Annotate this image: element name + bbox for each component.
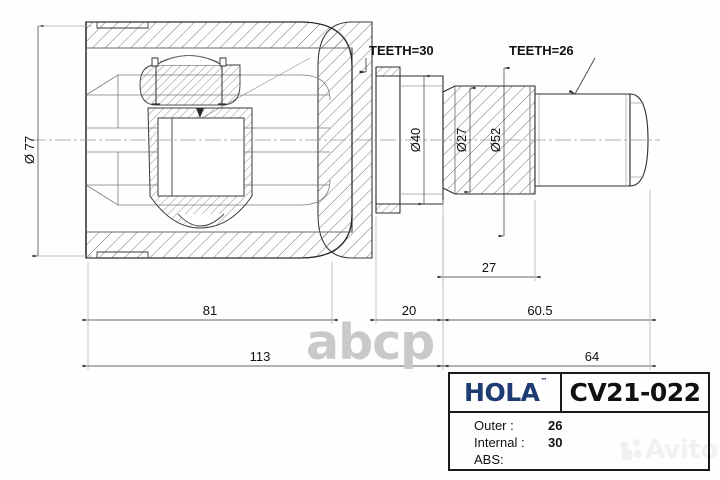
label-len-27: 27 [482,260,496,275]
label-len-113: 113 [250,349,271,364]
housing-top-wall [85,21,353,67]
part-number: CV21-022 [569,378,701,407]
label-teeth-26: TEETH=26 [509,43,574,58]
spec-table: Outer : 26 Internal : 30 ABS: [450,413,708,469]
avito-watermark: Avito [620,437,718,463]
label-teeth-30: TEETH=30 [369,43,434,58]
label-dia-77: Ø 77 [22,136,37,164]
spec-label-abs: ABS: [474,452,504,467]
trademark-icon: ™ [540,376,547,385]
brand-name: HOLA [464,378,540,407]
label-len-20: 20 [402,303,416,318]
spec-value-internal: 30 [548,435,563,450]
label-len-81: 81 [203,303,217,318]
housing-outline [85,21,353,259]
label-dia-27: Ø27 [454,128,469,153]
avito-watermark-text: Avito [645,435,718,465]
dimension-dia-77 [32,24,92,258]
dimension-row-overall [82,322,656,370]
label-dia-52: Ø52 [488,128,503,153]
part-number-cell: CV21-022 [562,374,708,411]
spec-value-outer: 26 [548,418,563,433]
tripod-roller-assembly [139,55,253,229]
brand-logo-cell: HOLA™ [450,374,562,411]
roller-needle-race [155,64,223,106]
spec-row-outer: Outer : 26 [474,418,708,435]
abcp-watermark: abcp [306,314,435,371]
spec-label-outer: Outer : [474,418,514,433]
title-block: HOLA™ CV21-022 Outer : 26 Internal : 30 … [448,372,710,471]
title-block-header: HOLA™ CV21-022 [450,374,708,413]
spec-row-internal: Internal : 30 [474,435,708,452]
dimension-row-primary [82,190,656,324]
leader-teeth-26 [568,57,596,95]
avito-logo-icon [620,439,642,461]
spec-row-abs: ABS: [474,452,708,469]
label-len-605: 60.5 [527,303,552,318]
label-dia-40: Ø40 [408,128,423,153]
label-len-64: 64 [585,349,599,364]
spec-label-internal: Internal : [474,435,525,450]
brand-logo: HOLA™ [464,376,547,407]
